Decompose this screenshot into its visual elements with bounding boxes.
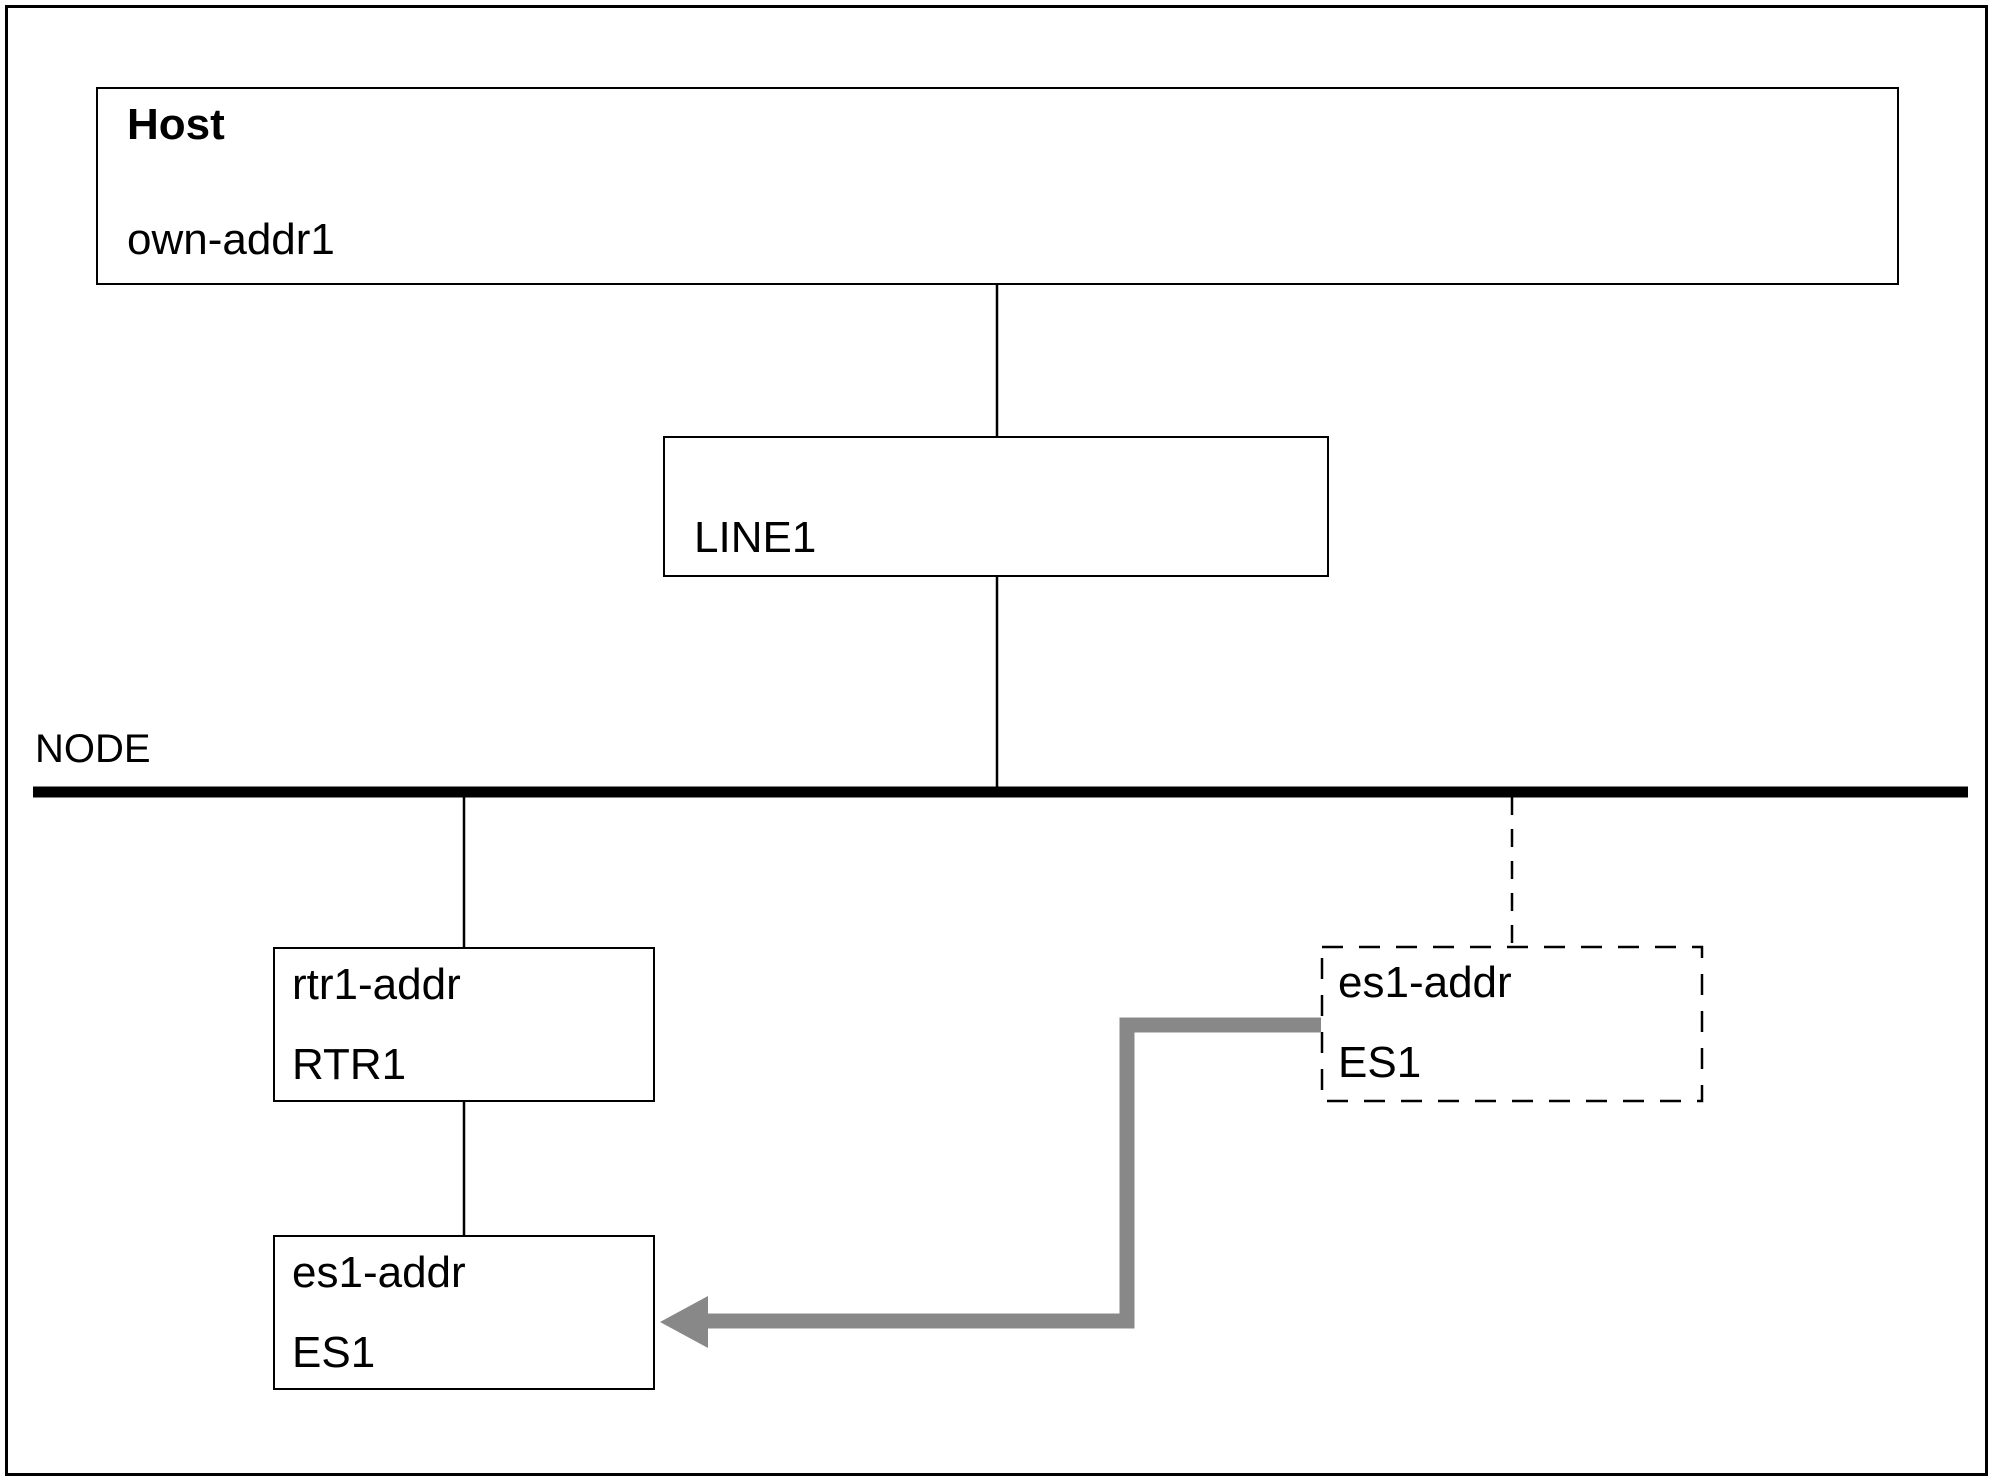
line1-label: LINE1 [694, 513, 817, 562]
es1-phantom-label: ES1 [1338, 1038, 1422, 1087]
es1-address: es1-addr [292, 1248, 466, 1297]
host-title: Host [127, 100, 225, 149]
host-address: own-addr1 [127, 215, 335, 264]
es1-box: es1-addr ES1 [273, 1235, 655, 1390]
outer-border [5, 5, 1988, 1476]
move-arrow-path [704, 1017, 1321, 1329]
rtr1-address: rtr1-addr [292, 960, 461, 1009]
es1-phantom-box: es1-addr ES1 [1321, 946, 1703, 1102]
rtr1-box: rtr1-addr RTR1 [273, 947, 655, 1102]
rtr1-label: RTR1 [292, 1040, 407, 1089]
es1-label: ES1 [292, 1328, 376, 1377]
es1-phantom-address: es1-addr [1338, 958, 1512, 1007]
es1-phantom-box-outline [1320, 945, 1704, 1103]
host-box: Host own-addr1 [96, 87, 1899, 285]
line1-box: LINE1 [663, 436, 1329, 577]
move-arrow-head [660, 1296, 708, 1348]
node-label: NODE [35, 727, 151, 771]
